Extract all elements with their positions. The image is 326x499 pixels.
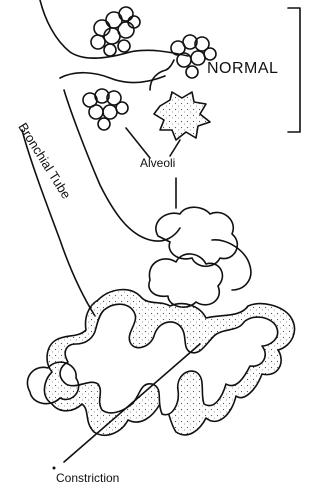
normal-label: NORMAL [207, 60, 278, 78]
alveoli-cluster-middle [83, 89, 128, 130]
irregular-alveolus [154, 92, 210, 140]
alveoli-cluster-top [91, 7, 140, 56]
constriction-label: Constriction [56, 471, 119, 485]
bronchial-tube-wall-left [22, 130, 95, 316]
alveoli-label: Alveoli [140, 156, 175, 170]
alveoli-blob-middle [156, 207, 237, 266]
alveoli-blob-lower [149, 254, 222, 307]
normal-bracket [288, 8, 300, 132]
